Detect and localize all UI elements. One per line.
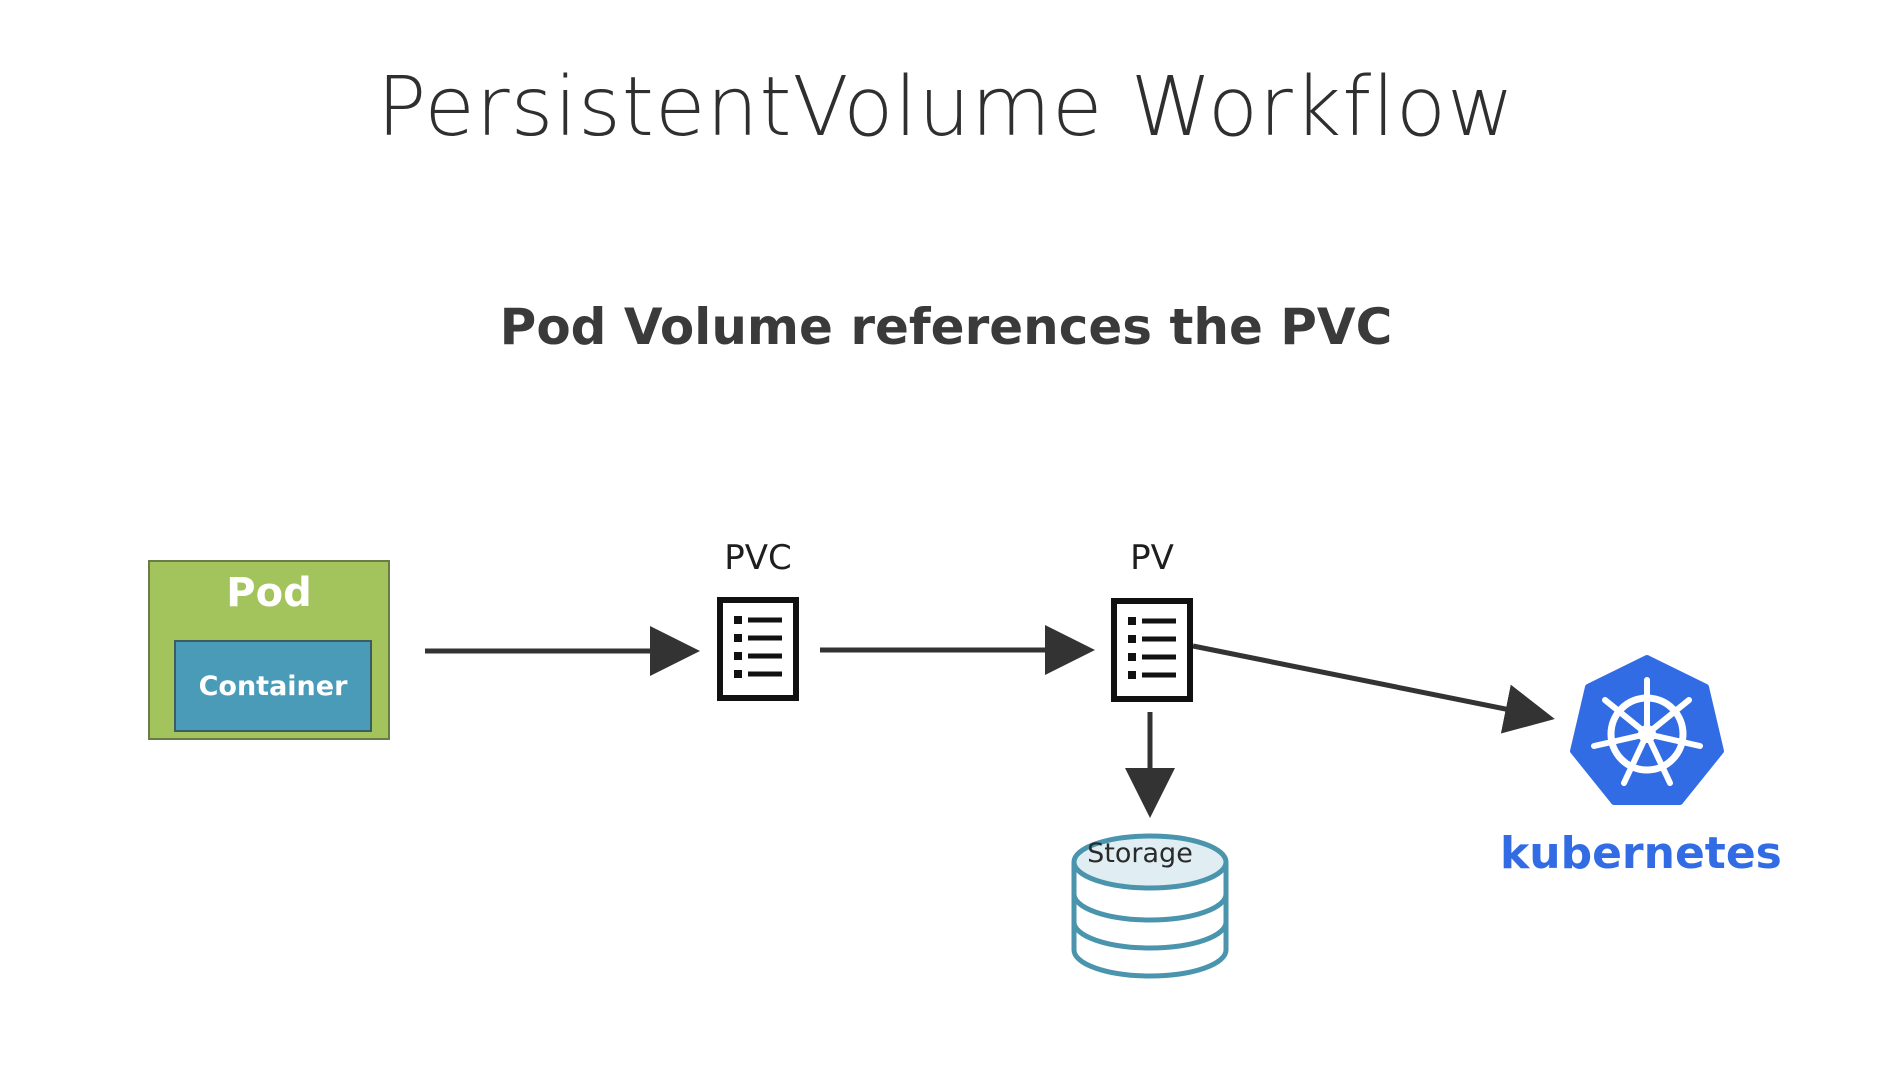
storage-label: Storage	[1087, 838, 1193, 869]
page-title: PersistentVolume Workflow	[376, 60, 1516, 155]
pvc-label: PVC	[724, 538, 792, 578]
pod-label: Pod	[226, 570, 312, 616]
kubernetes-helm-icon	[1570, 655, 1724, 805]
edge-pv-to-kubernetes	[1192, 643, 1555, 734]
pod-box: Pod Container	[148, 560, 390, 740]
edges	[425, 625, 1555, 818]
container-label: Container	[198, 670, 348, 702]
page-subtitle: Pod Volume references the PVC	[499, 298, 1393, 356]
storage-database-icon	[1071, 833, 1229, 979]
pvc-document-icon	[717, 597, 799, 701]
kubernetes-label: kubernetes	[1500, 828, 1782, 879]
pv-label: PV	[1130, 538, 1174, 578]
container-box: Container	[174, 640, 372, 732]
pv-document-icon	[1111, 598, 1193, 702]
